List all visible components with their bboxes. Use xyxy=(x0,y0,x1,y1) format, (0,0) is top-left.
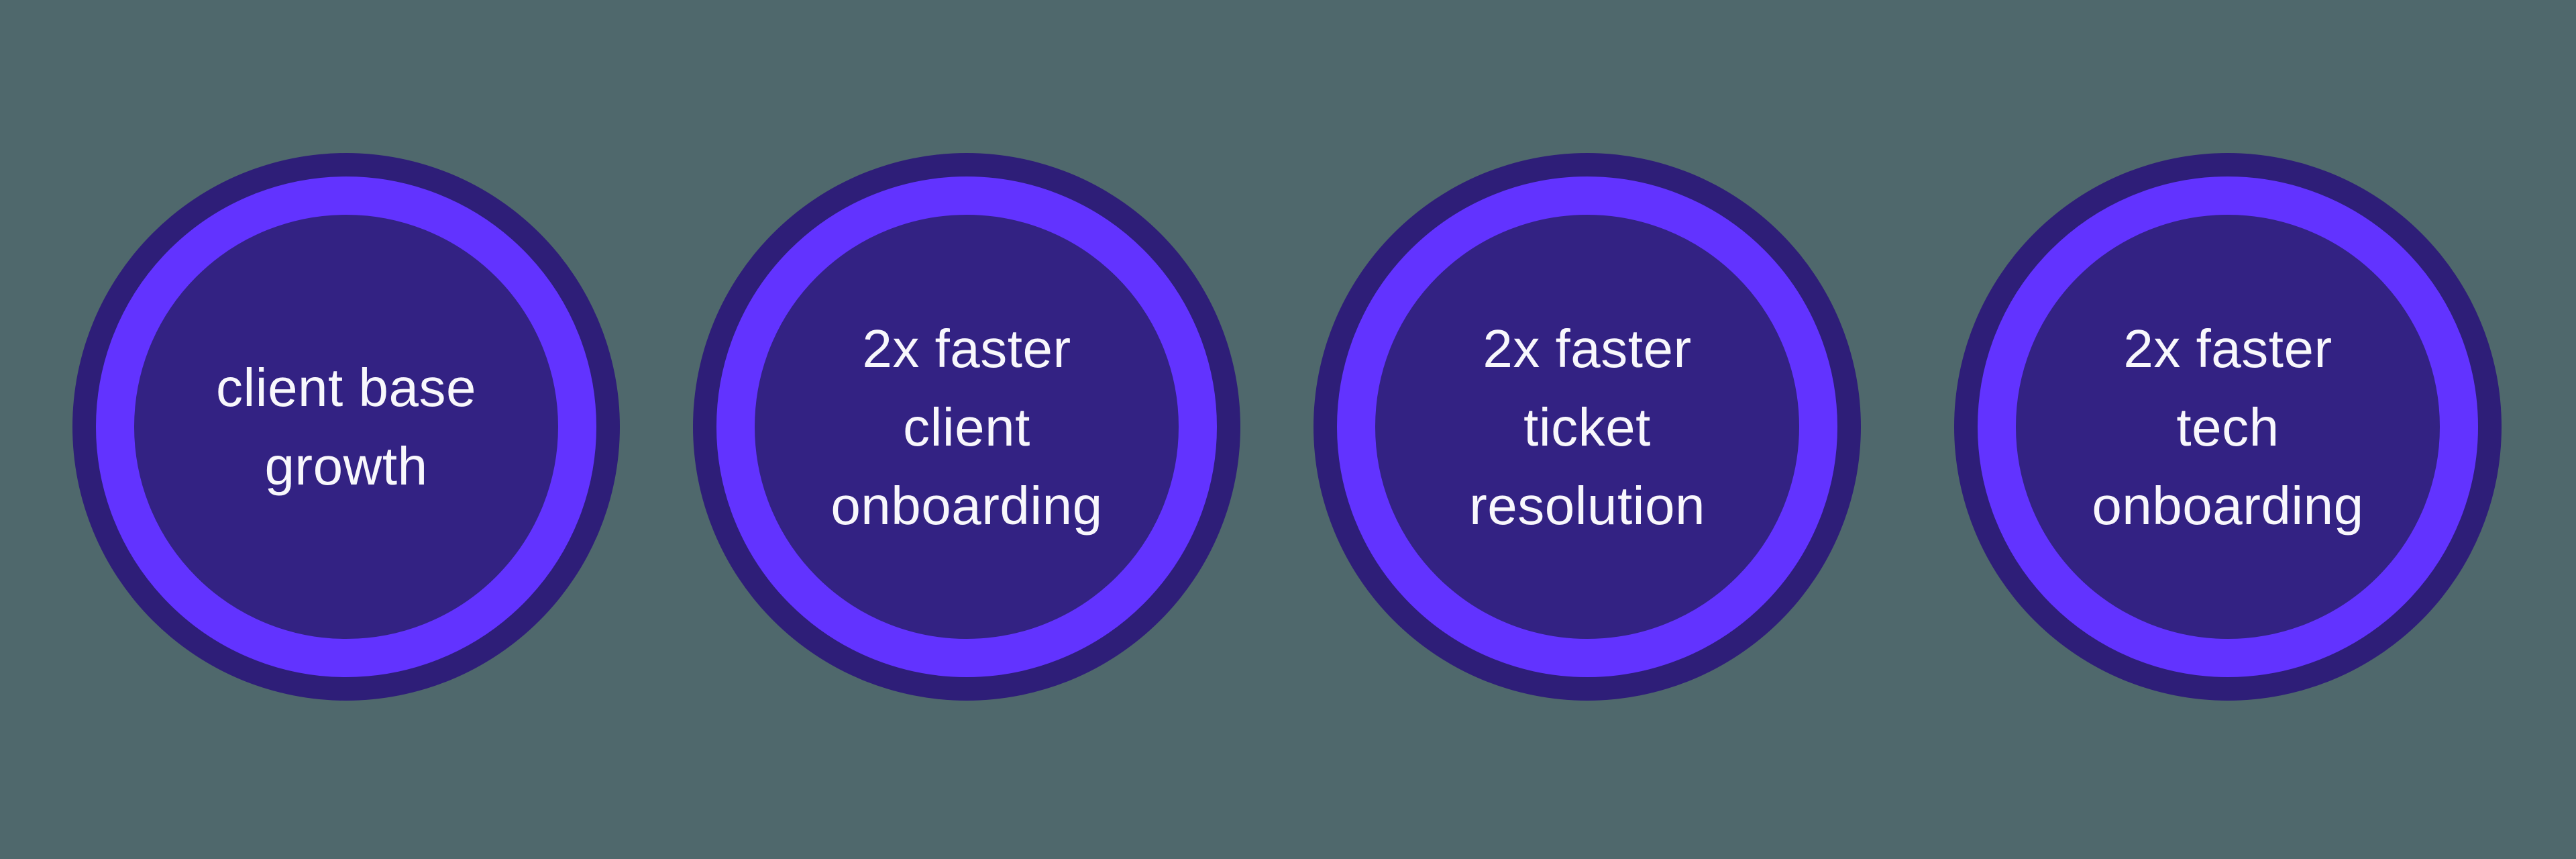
stat-label-line: 2x faster xyxy=(2123,318,2332,378)
stat-label: 2x faster tech onboarding xyxy=(2092,309,2363,545)
stat-circle-tech-onboarding: 2x faster tech onboarding xyxy=(1954,153,2502,701)
stat-label-line: client xyxy=(903,397,1030,457)
stat-circle-client-onboarding: 2x faster client onboarding xyxy=(693,153,1240,701)
stat-label-line: tech xyxy=(2176,397,2279,457)
stat-label-line: onboarding xyxy=(2092,475,2364,536)
stat-circle-ticket-resolution: 2x faster ticket resolution xyxy=(1313,153,1861,701)
accent-ring: 2x faster client onboarding xyxy=(716,176,1217,677)
stat-label-line: 2x faster xyxy=(1483,318,1692,378)
stat-label-line: ticket xyxy=(1523,397,1651,457)
accent-ring: client base growth xyxy=(96,176,596,677)
stat-label: client base growth xyxy=(216,348,476,505)
accent-ring: 2x faster tech onboarding xyxy=(1978,176,2478,677)
accent-ring: 2x faster ticket resolution xyxy=(1337,176,1837,677)
stat-label-line: growth xyxy=(264,436,428,496)
stat-label-line: client base xyxy=(216,358,476,417)
stat-label: 2x faster ticket resolution xyxy=(1469,309,1705,545)
stat-circle-client-base-growth: client base growth xyxy=(72,153,620,701)
stat-label-line: resolution xyxy=(1469,475,1705,536)
stat-label-line: 2x faster xyxy=(862,318,1071,378)
stat-label-line: onboarding xyxy=(830,475,1103,536)
stat-label: 2x faster client onboarding xyxy=(830,309,1102,545)
